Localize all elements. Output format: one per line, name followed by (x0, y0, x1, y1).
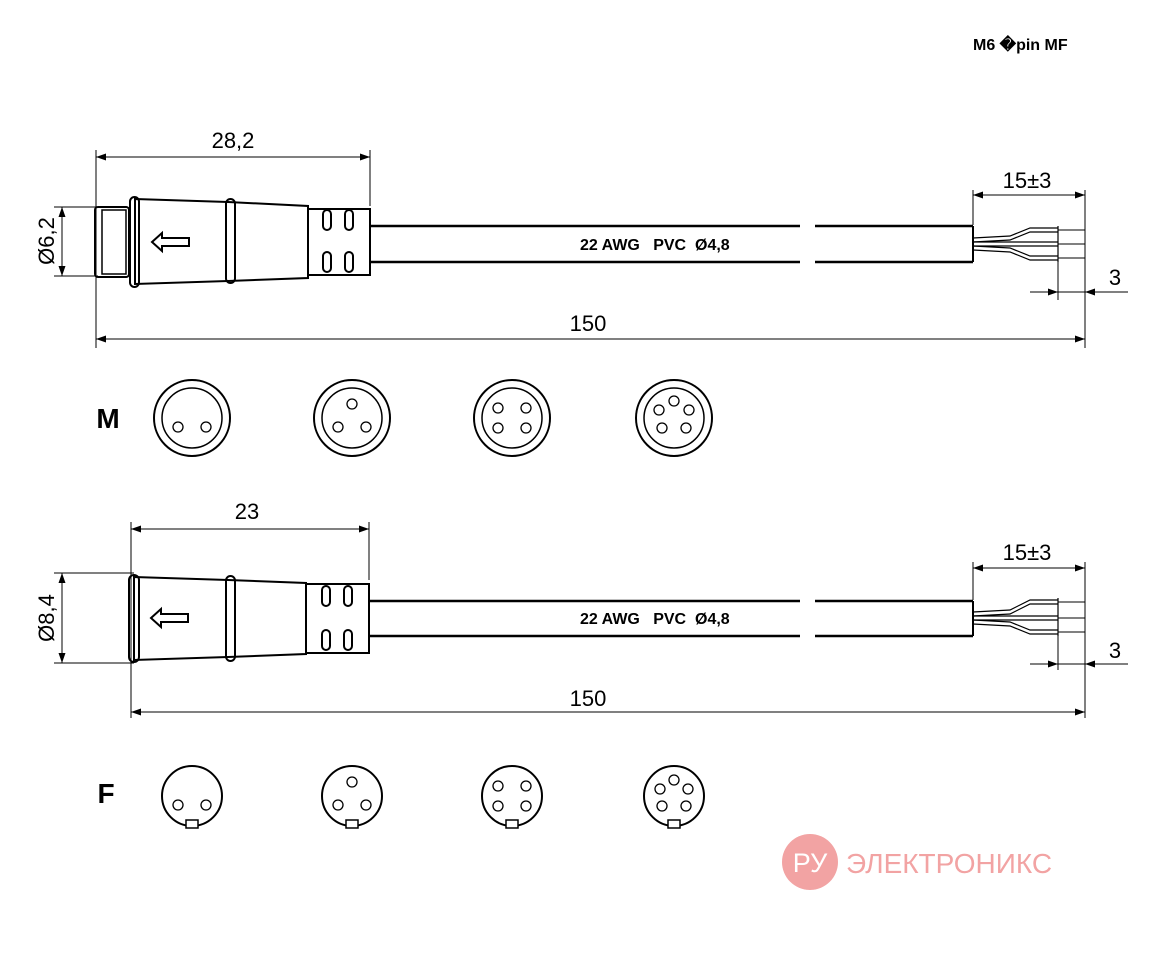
female-cable: 22 AWG PVC Ø4,8 (369, 599, 974, 638)
female-wire-ends (972, 598, 1085, 636)
male-pin-view-3 (313, 379, 391, 457)
female-pin-view-3 (321, 765, 383, 829)
female-connector-view: 23 Ø8,4 15±3 3 150 (34, 499, 1128, 829)
female-connector-body (128, 574, 370, 663)
length-dimension: 28,2 (212, 128, 255, 153)
watermark-text: ЭЛЕКТРОНИКС (846, 848, 1052, 879)
total-length-dimension: 150 (570, 311, 607, 336)
female-pin-view-4 (481, 765, 543, 829)
wire-end-dimension: 3 (1109, 638, 1121, 663)
female-pin-view-2 (161, 765, 223, 829)
male-connector-body (94, 196, 371, 288)
watermark-logo: РУ ЭЛЕКТРОНИКС (782, 834, 1052, 890)
male-connector-view: 28,2 Ø6,2 15±3 3 150 (34, 128, 1128, 457)
cable-spec-label: 22 AWG PVC Ø4,8 (580, 237, 730, 254)
male-cable: 22 AWG PVC Ø4,8 (370, 224, 974, 264)
male-pin-view-5 (635, 379, 713, 457)
male-pin-view-2 (153, 379, 231, 457)
female-pin-view-5 (643, 765, 705, 829)
drawing-title: M6 �pin MF (973, 34, 1068, 54)
strip-length-dimension: 15±3 (1003, 168, 1052, 193)
male-label: M (96, 403, 119, 434)
total-length-dimension: 150 (570, 686, 607, 711)
length-dimension: 23 (235, 499, 259, 524)
wire-end-dimension: 3 (1109, 265, 1121, 290)
female-label: F (97, 778, 114, 809)
male-pin-view-4 (473, 379, 551, 457)
strip-length-dimension: 15±3 (1003, 540, 1052, 565)
diameter-dimension: Ø6,2 (34, 217, 59, 265)
watermark-badge: РУ (793, 848, 828, 878)
male-wire-ends (972, 226, 1085, 262)
diameter-dimension: Ø8,4 (34, 594, 59, 642)
cable-spec-label: 22 AWG PVC Ø4,8 (580, 611, 730, 628)
